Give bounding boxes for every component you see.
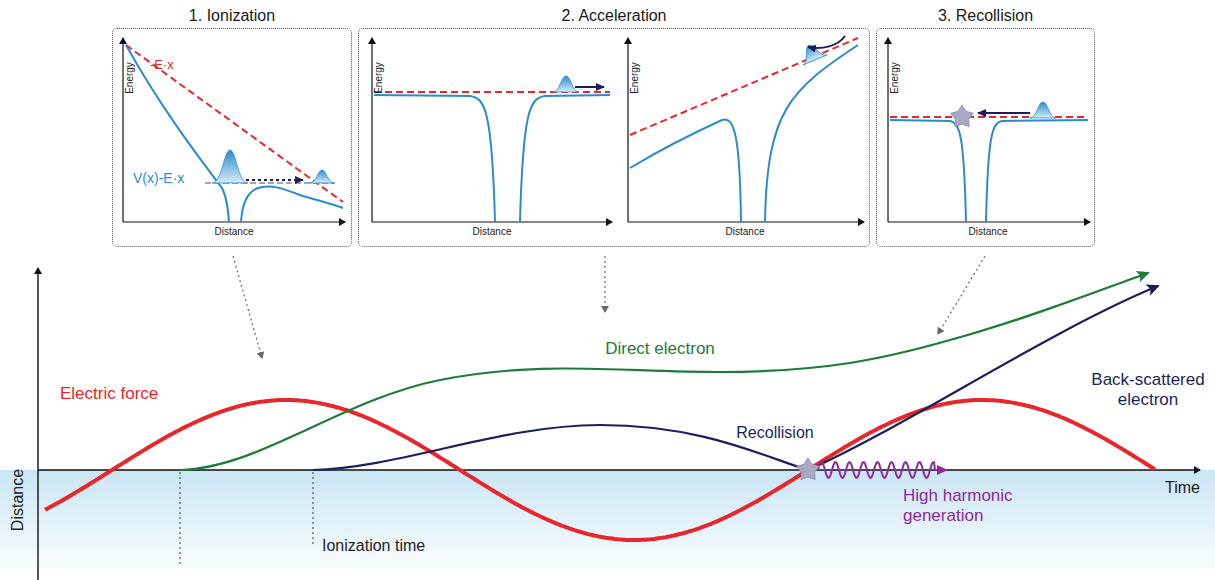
- axis-label: Energy: [124, 62, 136, 94]
- distance-axis: [37, 268, 38, 580]
- electric-force-curve: [45, 400, 1155, 540]
- ionization-marker: [179, 472, 180, 565]
- axis-label: Distance: [9, 469, 27, 531]
- trajectory-label: Direct electron: [605, 339, 715, 359]
- axis-label: Energy: [373, 62, 385, 94]
- backscatter-trajectory: [313, 286, 1158, 470]
- force-label: Electric force: [60, 384, 158, 404]
- panel-title: 2. Acceleration: [562, 7, 667, 25]
- acceleration-panel: 2. Acceleration: [358, 28, 870, 247]
- ionization-panel: 1. Ionization: [112, 28, 352, 247]
- leader-lines: [233, 256, 985, 358]
- axis-label: Distance: [473, 226, 512, 238]
- panel-title: 1. Ionization: [189, 7, 275, 25]
- event-label: Recollision: [736, 424, 813, 442]
- axis-label: Energy: [629, 62, 641, 94]
- time-axis: [38, 469, 1200, 470]
- harmonic-wave: [818, 462, 946, 478]
- annotation: Ionization time: [322, 537, 425, 555]
- direct-trajectory: [180, 273, 1148, 470]
- ionization-marker: [312, 472, 313, 545]
- trajectory-label: Back-scattered electron: [1088, 370, 1208, 409]
- axis-label: Energy: [889, 62, 901, 94]
- axis-label: Time: [1165, 479, 1200, 497]
- axis-label: Distance: [726, 226, 765, 238]
- curve-label: V(x)-E·x: [133, 170, 184, 186]
- emission-label: High harmonic generation: [903, 486, 1031, 525]
- recollision-panel: 3. Recollision: [876, 28, 1095, 247]
- acceleration-plot: [372, 38, 612, 222]
- recollision-plot: [888, 38, 1090, 222]
- line-label: -E·x: [150, 58, 174, 73]
- collision-star: [797, 458, 820, 480]
- ionization-plot: [123, 38, 345, 222]
- acceleration-plot-reversed: [628, 36, 864, 222]
- axis-label: Distance: [215, 226, 254, 238]
- ground-band: [0, 470, 1215, 580]
- panel-title: 3. Recollision: [938, 7, 1033, 25]
- axis-label: Distance: [969, 226, 1008, 238]
